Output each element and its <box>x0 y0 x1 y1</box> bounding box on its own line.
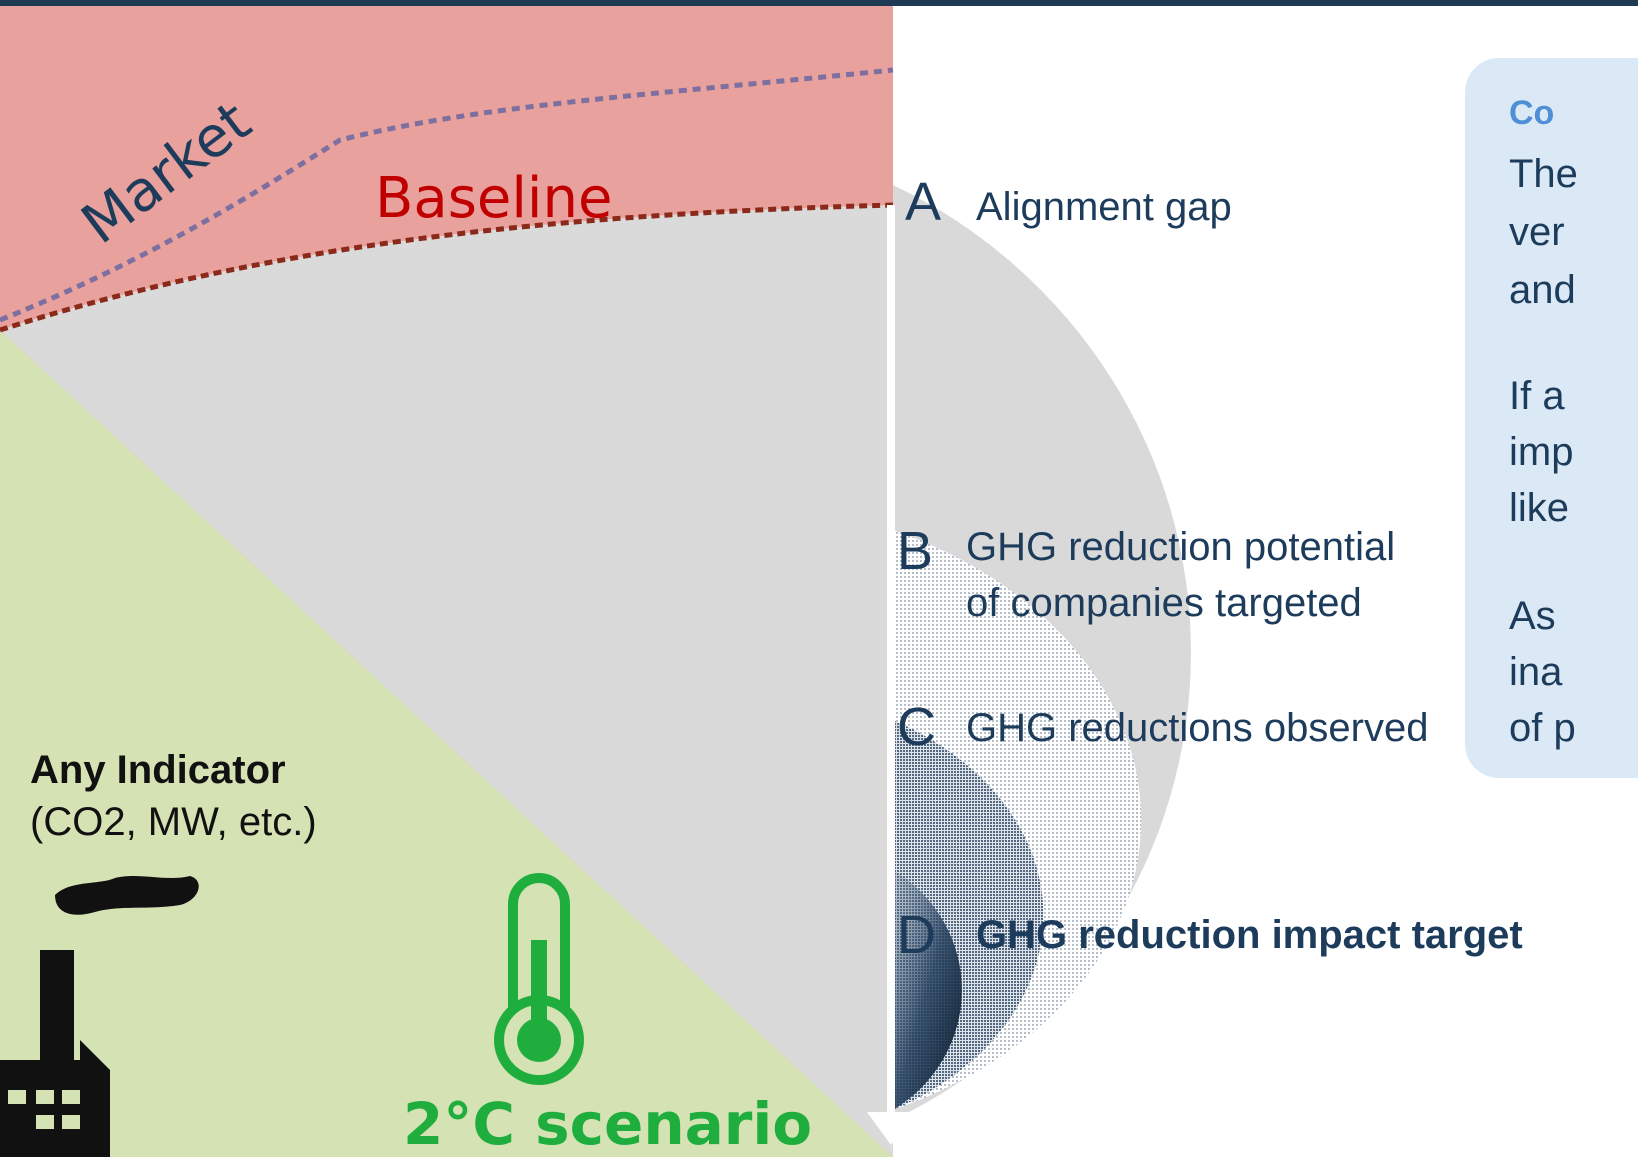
info-line: The <box>1509 152 1578 196</box>
info-line: If a <box>1509 374 1565 418</box>
info-line: like <box>1509 486 1570 530</box>
scenario-label: 2°C scenario <box>403 1090 813 1158</box>
circle-impact-target <box>893 870 962 1110</box>
info-line: ina <box>1509 650 1563 694</box>
info-box-heading: Co <box>1509 94 1555 132</box>
legend-text-b-line2: of companies targeted <box>966 581 1362 625</box>
legend-letter-a: A <box>905 172 942 232</box>
legend-letter-b: B <box>897 521 934 581</box>
indicator-subtitle: (CO2, MW, etc.) <box>30 800 317 844</box>
info-line: As <box>1509 594 1556 638</box>
market-line <box>0 67 894 323</box>
baseline-label: Baseline <box>375 166 613 231</box>
indicator-title: Any Indicator <box>30 748 286 792</box>
legend-letter-c: C <box>897 697 936 757</box>
info-line: and <box>1509 268 1576 312</box>
legend-text-c: GHG reductions observed <box>966 706 1429 750</box>
info-line: imp <box>1509 430 1574 474</box>
legend-text-b-line1: GHG reduction potential <box>966 525 1396 569</box>
factory-icon <box>0 876 199 1157</box>
thermometer-icon <box>494 873 584 1085</box>
gap-axis-line <box>887 205 895 1115</box>
legend-text-d: GHG reduction impact target <box>976 913 1523 957</box>
top-bar <box>0 0 1638 6</box>
info-line: ver <box>1509 210 1565 254</box>
legend-text-a: Alignment gap <box>976 185 1232 229</box>
alignment-gap-zone <box>0 205 893 1157</box>
baseline-line <box>0 202 894 333</box>
down-arrow-icon <box>867 1112 915 1145</box>
info-line: of p <box>1509 706 1576 750</box>
info-box: Co The ver and If a imp like As ina of p <box>1465 58 1638 778</box>
legend-letter-d: D <box>897 905 936 965</box>
